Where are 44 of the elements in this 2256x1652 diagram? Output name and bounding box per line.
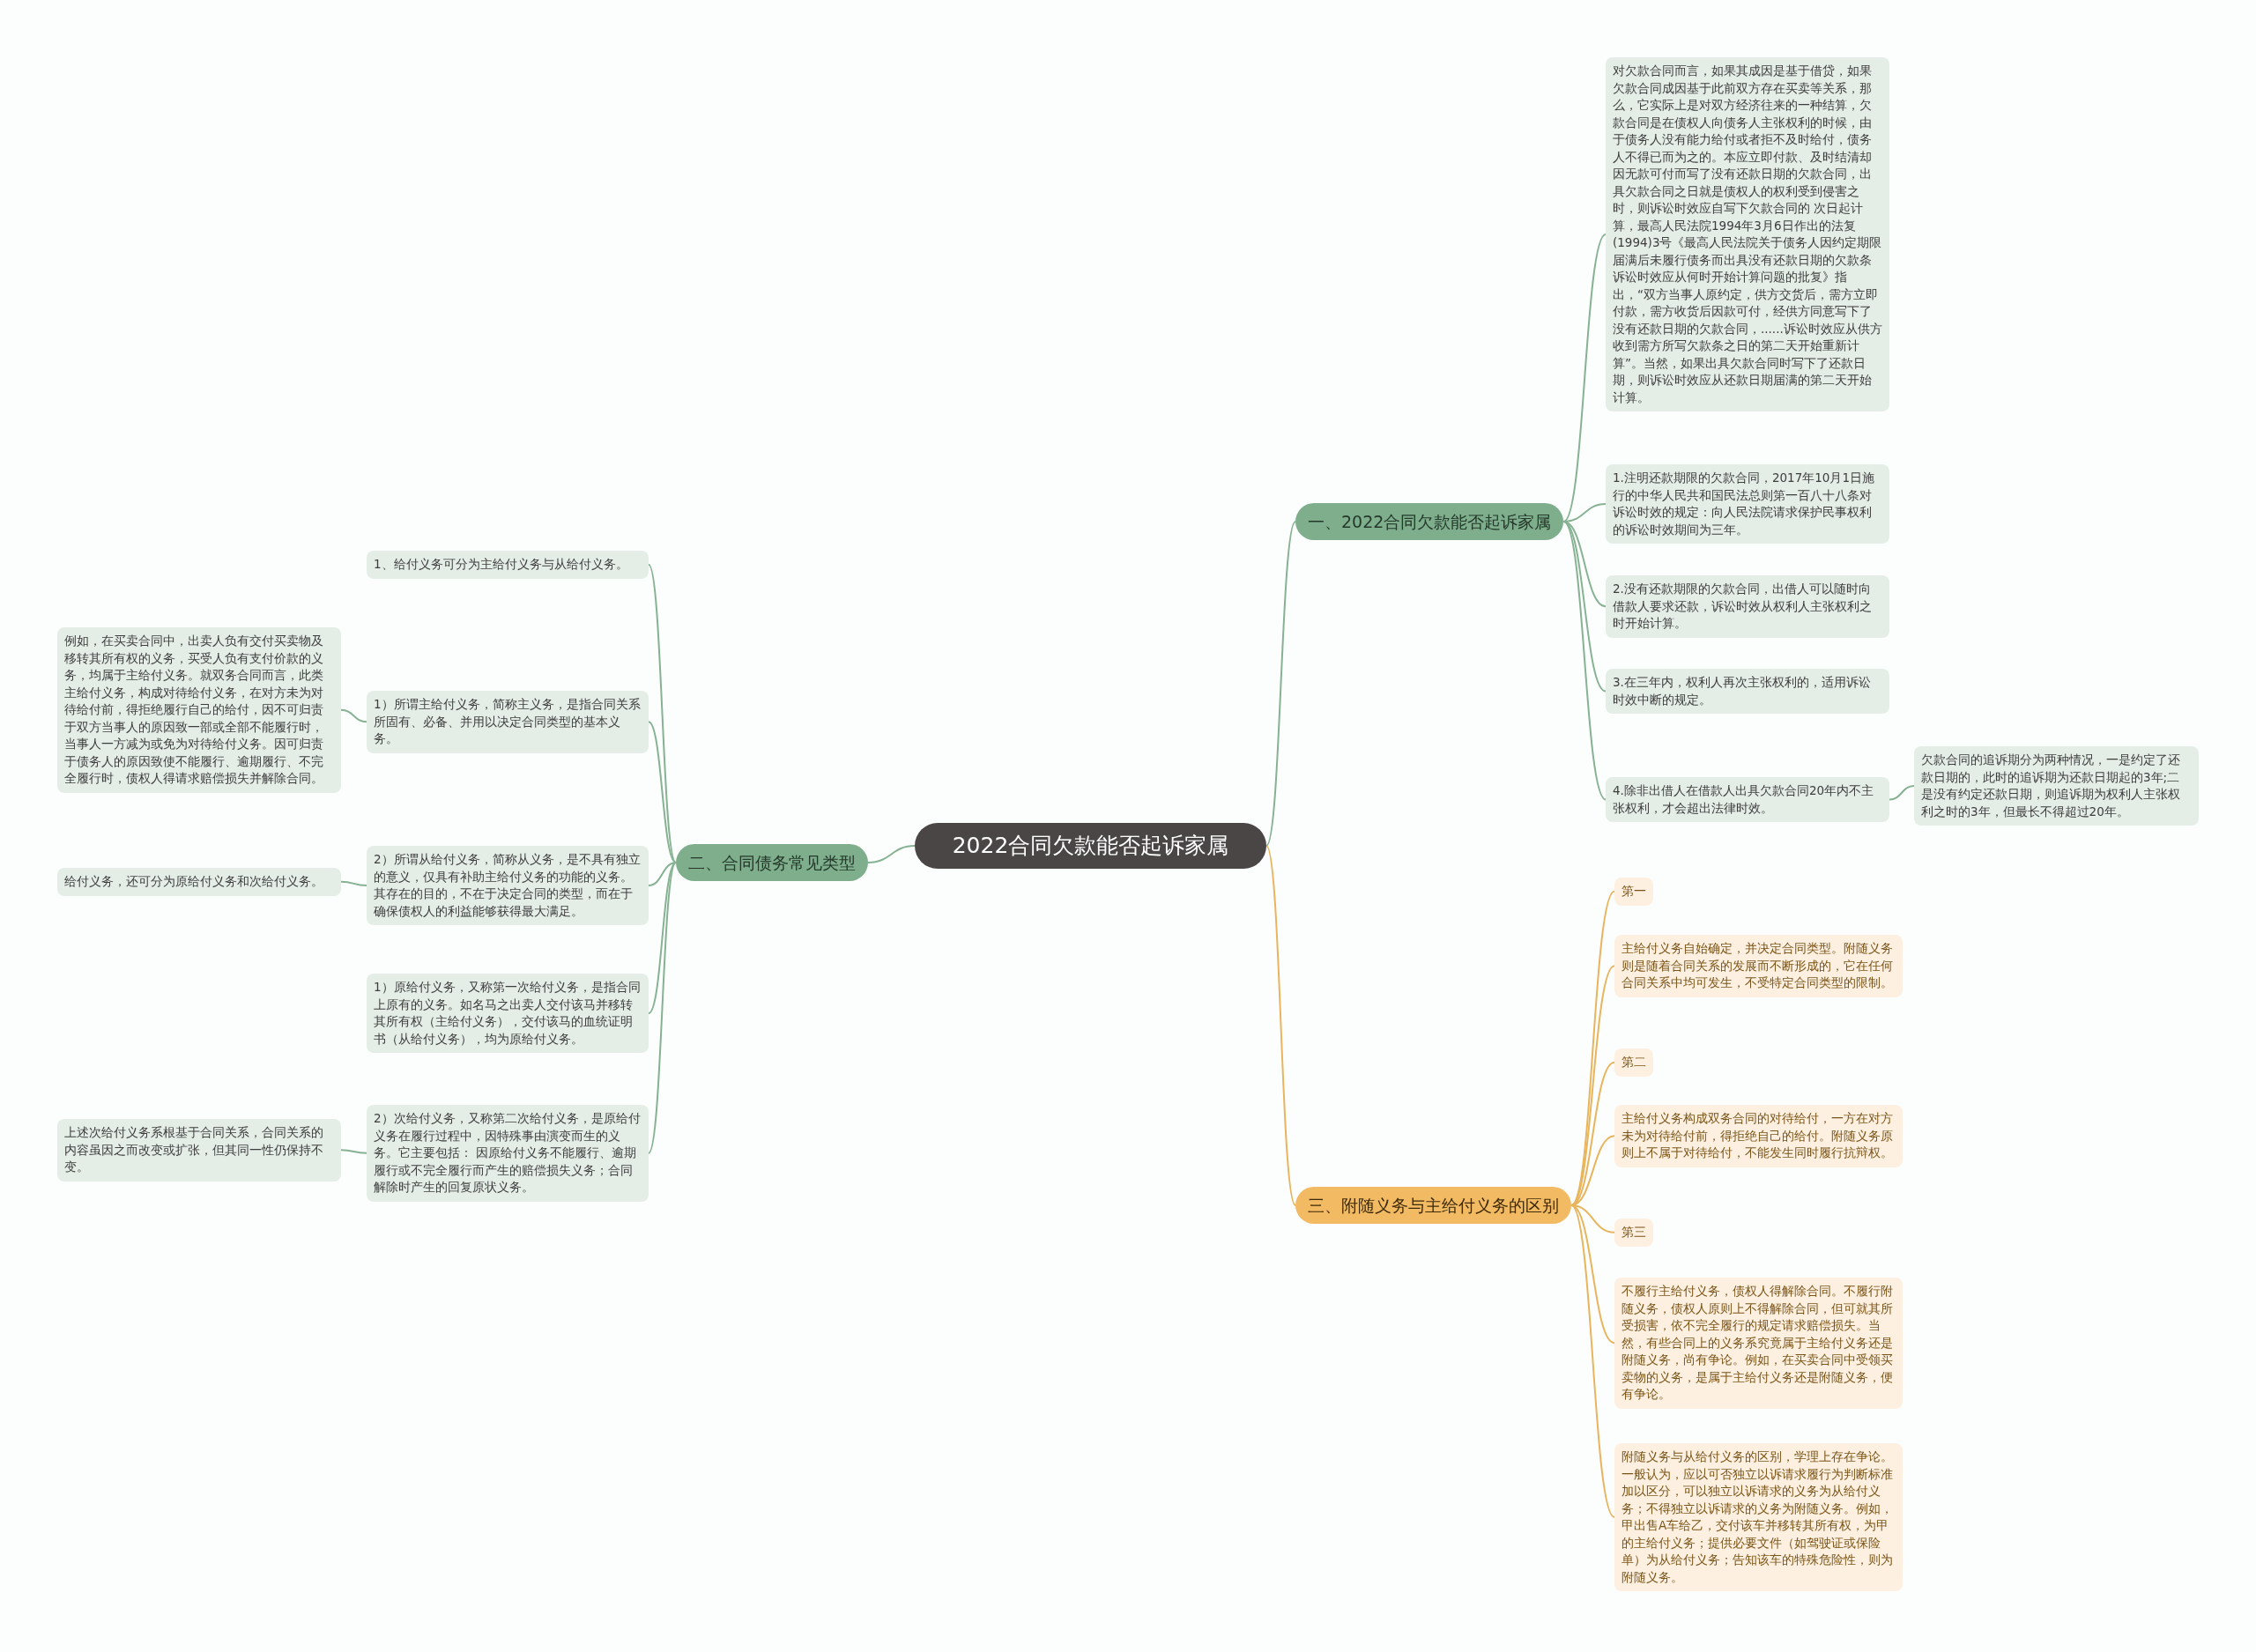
connector-line (1570, 1204, 1615, 1345)
central-topic: 2022合同欠款能否起诉家属 (915, 823, 1266, 869)
note-card: 2.没有还款期限的欠款合同，出借人可以随时向借款人要求还款，诉讼时效从权利人主张权利之时开始计算。 (1606, 575, 1889, 638)
connector-line (1570, 890, 1615, 1206)
note-card: 2）所谓从给付义务，简称从义务，是不具有独立的意义，仅具有补助主给付义务的功能的义务。其存在的目的，不在于决定合同的类型，而在于确保债权人的利益能够获得最大满足。 (367, 846, 649, 925)
connector-line (1570, 1204, 1615, 1518)
note-card: 对欠款合同而言，如果其成因是基于借贷，如果欠款合同成因基于此前双方存在买卖等关系，那么，它实际上是对双方经济往来的一种结算，欠款合同是在债权人向债务人主张权利的时候，由于债务人没有能力给付或者拒不及时给付，债务人不得已而为之的。本应立即付款、及时结清却因无款可付而写了没有还款日期的欠款合同，出具欠款合同之日就是债权人的权利受到侵害之时，则诉讼时效应自写下欠款合同的 次日起计算，最高人民法院1994年3月6日作出的法复(1994)3号《最高人民法院关于债务人因约定期限届满后未履行债务而出具没有还款日期的欠款条诉讼时效应从何时开始计算问题的批复》指出，“双方当事人原约定，供方交货后，需方立即付款，需方收货后因款可付，经供方同意写下了没有还款日期的欠款合同，......诉讼时效应从供方收到需方所写欠款条之日的第二天开始重新计算”。当然，如果出具欠款合同时写下了还款日期，则诉讼时效应从还款日期届满的第二天开始计算。 (1606, 57, 1889, 411)
connector-line (867, 845, 916, 863)
connector-line (1562, 233, 1607, 522)
branch-topic: 二、合同债务常见类型 (676, 844, 868, 881)
note-card: 给付义务，还可分为原给付义务和次给付义务。 (57, 868, 341, 896)
branch-topic: 三、附随义务与主给付义务的区别 (1295, 1187, 1571, 1224)
note-card: 第三 (1614, 1219, 1653, 1247)
connector-line (1570, 1135, 1615, 1206)
connector-line (648, 862, 677, 1154)
connector-line (340, 1149, 367, 1154)
connector-line (1265, 845, 1296, 1206)
connector-line (1570, 965, 1615, 1206)
connector-line (648, 862, 677, 886)
connector-line (1889, 785, 1915, 801)
note-card: 4.除非出借人在借款人出具欠款合同20年内不主张权利，才会超出法律时效。 (1606, 777, 1889, 822)
branch-topic: 一、2022合同欠款能否起诉家属 (1295, 503, 1564, 540)
note-card: 1.注明还款期限的欠款合同，2017年10月1日施行的中华人民共和国民法总则第一百八十八条对诉讼时效的规定：向人民法院请求保护民事权利的诉讼时效期间为三年。 (1606, 464, 1889, 544)
connector-line (1562, 521, 1607, 801)
connector-line (1265, 521, 1296, 847)
connector-line (340, 708, 367, 723)
note-card: 欠款合同的追诉期分为两种情况，一是约定了还款日期的，此时的追诉期为还款日期起的3年;二是没有约定还款日期，则追诉期为权利人主张权利之时的3年，但最长不得超过20年。 (1914, 746, 2199, 826)
note-card: 例如，在买卖合同中，出卖人负有交付买卖物及移转其所有权的义务，买受人负有支付价款的义务，均属于主给付义务。就双务合同而言，此类主给付义务，构成对待给付义务，在对方未为对待给付前，得拒绝履行自己的给付，因不可归责于双方当事人的原因致一部或全部不能履行时，当事人一方减为或免为对待给付义务。因可归责于债务人的原因致使不能履行、逾期履行、不完全履行时，债权人得请求赔偿损失并解除合同。 (57, 627, 341, 793)
connector-line (340, 880, 367, 886)
note-card: 3.在三年内，权利人再次主张权利的，适用诉讼时效中断的规定。 (1606, 669, 1889, 714)
note-card: 第一 (1614, 878, 1653, 906)
note-card: 不履行主给付义务，债权人得解除合同。不履行附随义务，债权人原则上不得解除合同，但可就其所受损害，依不完全履行的规定请求赔偿损失。当然，有些合同上的义务系究竟属于主给付义务还是附随义务，尚有争论。例如，在买卖合同中受领买卖物的义务，是属于主给付义务还是附随义务，便有争论。 (1614, 1278, 1903, 1409)
connector-line (648, 862, 677, 1014)
note-card: 2）次给付义务，又称第二次给付义务，是原给付义务在履行过程中，因特殊事由演变而生的义务。它主要包括： 因原给付义务不能履行、逾期履行或不完全履行而产生的赔偿损失义务；合同解除时产生的回复原状义务。 (367, 1105, 649, 1202)
note-card: 附随义务与从给付义务的区别，学理上存在争论。一般认为，应以可否独立以诉请求履行为判断标准加以区分，可以独立以诉请求的义务为从给付义务；不得独立以诉请求的义务为附随义务。例如，甲出售A车给乙，交付该车并移转其所有权，为甲的主给付义务；提供必要文件（如驾驶证或保险单）为从给付义务；告知该车的特殊危险性，则为附随义务。 (1614, 1443, 1903, 1591)
note-card: 主给付义务自始确定，并决定合同类型。附随义务则是随着合同关系的发展而不断形成的，它在任何合同关系中均可发生，不受特定合同类型的限制。 (1614, 935, 1903, 997)
note-card: 主给付义务构成双务合同的对待给付，一方在对方未为对待给付前，得拒绝自己的给付。附随义务原则上不属于对待给付，不能发生同时履行抗辩权。 (1614, 1105, 1903, 1167)
connector-line (648, 721, 677, 863)
note-card: 上述次给付义务系根基于合同关系，合同关系的内容虽因之而改变或扩张，但其同一性仍保持不变。 (57, 1119, 341, 1182)
note-card: 1、给付义务可分为主给付义务与从给付义务。 (367, 551, 649, 579)
note-card: 1）原给付义务，又称第一次给付义务，是指合同上原有的义务。如名马之出卖人交付该马并移转其所有权（主给付义务），交付该马的血统证明书（从给付义务），均为原给付义务。 (367, 974, 649, 1053)
note-card: 1）所谓主给付义务，简称主义务，是指合同关系所固有、必备、并用以决定合同类型的基本义务。 (367, 691, 649, 753)
note-card: 第二 (1614, 1048, 1653, 1077)
connector-line (648, 563, 677, 863)
